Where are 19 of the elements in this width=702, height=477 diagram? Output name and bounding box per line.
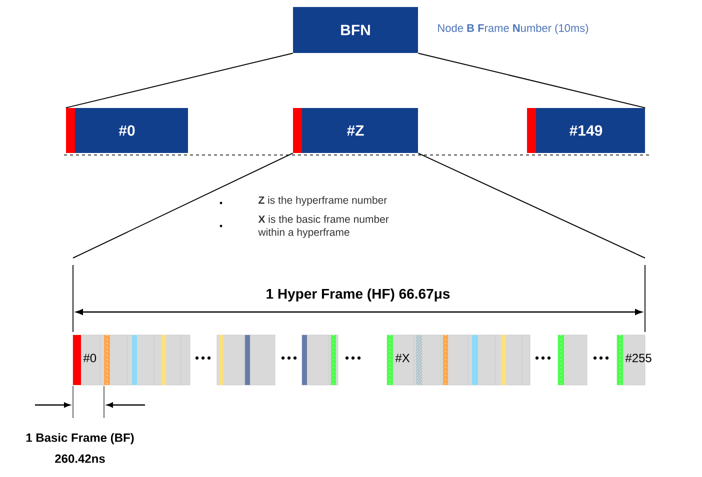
dimension-label: 1 Hyper Frame (HF) 66.67μs xyxy=(266,288,450,302)
basic-frame-block: #255 xyxy=(616,334,652,386)
basic-frame-block xyxy=(216,334,276,386)
zoom-line xyxy=(418,152,646,258)
note-text: X is the basic frame number within a hyperframe xyxy=(258,215,389,238)
basic-frame-block: #0 xyxy=(72,334,190,386)
basic-frame-block: #X xyxy=(395,334,506,386)
basic-frame-block xyxy=(302,334,338,386)
node-label: Node B Frame Number (10ms) xyxy=(438,24,588,34)
frame-box: BFN xyxy=(293,7,418,53)
frame-box: #Z xyxy=(293,108,418,153)
zoom-line xyxy=(65,52,294,108)
frame-box: #0 xyxy=(66,108,188,153)
frame-box: #149 xyxy=(527,108,645,153)
note-text: Z is the hyperframe number xyxy=(258,196,387,206)
zoom-line xyxy=(72,152,294,258)
basic-frame-block xyxy=(558,334,588,386)
dimension-label: 1 Basic Frame (BF) 260.42ns xyxy=(26,433,134,463)
zoom-line xyxy=(418,52,646,108)
